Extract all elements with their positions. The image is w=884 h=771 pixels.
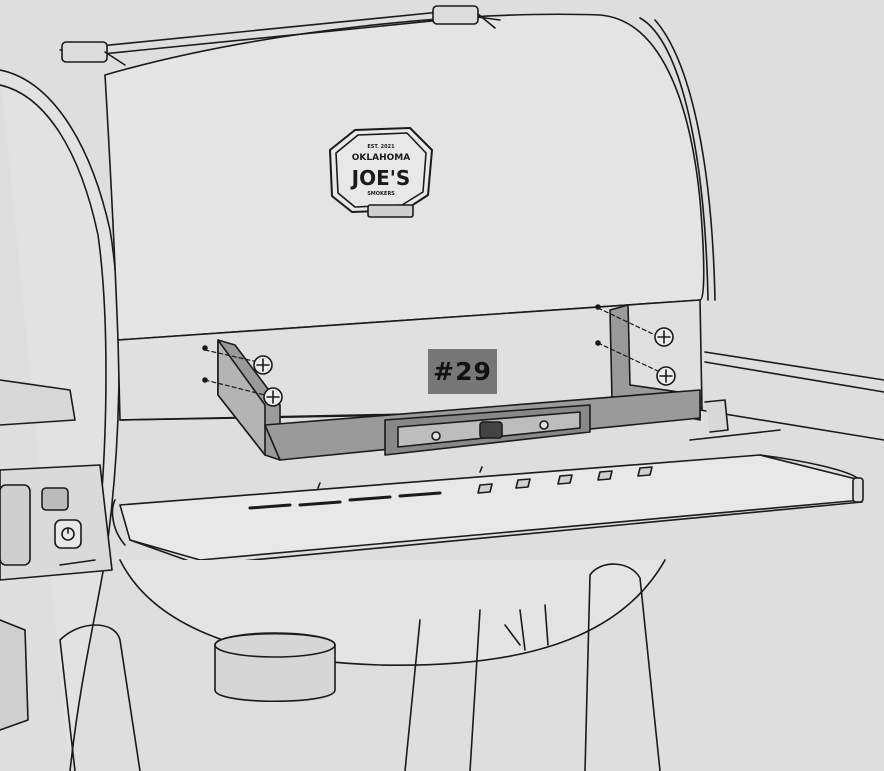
- left-leg: [59, 624, 141, 771]
- right-leg: [584, 563, 661, 771]
- front-handle: [264, 389, 701, 461]
- logo-bottom-text: SMOKERS: [367, 191, 395, 197]
- power-icon: [54, 519, 82, 549]
- grill-body: [119, 559, 666, 667]
- logo-line2-text: JOE'S: [350, 166, 411, 190]
- screw-icon: [595, 304, 676, 386]
- front-shelf: [119, 454, 863, 561]
- logo-top-text: EST. 2021: [367, 144, 395, 150]
- brand-logo: [329, 127, 433, 218]
- part-callout-label: #29: [428, 349, 497, 394]
- firepot: [214, 633, 336, 702]
- right-side-shelf: [704, 351, 884, 393]
- logo-line1-text: OKLAHOMA: [352, 153, 410, 163]
- screw-icon: [202, 345, 283, 407]
